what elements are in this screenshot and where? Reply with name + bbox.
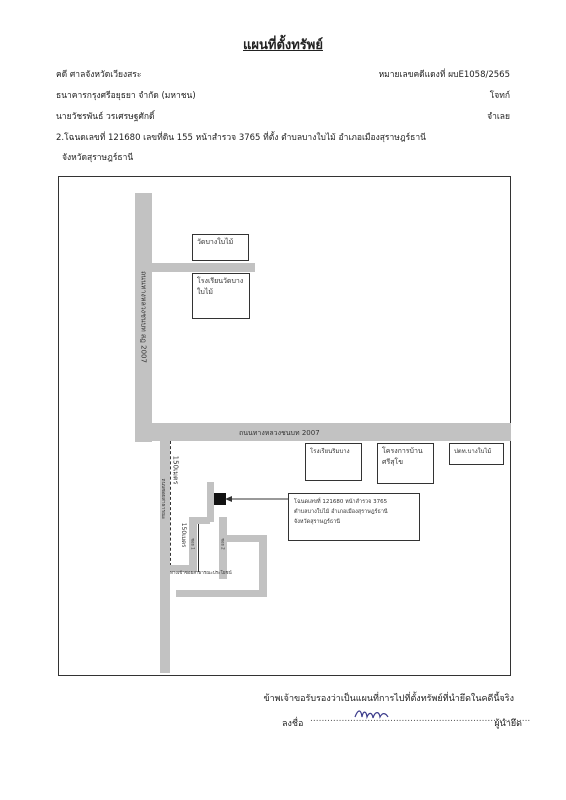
defendant-name: นายวัชรพันธ์ วรเศรษฐศักดิ์ [56,112,155,122]
lane-property-stub [207,482,214,522]
lane-label-1: ซอย 1 [190,538,196,550]
page-title: แผนที่ตั้งทรัพย์ [243,38,323,53]
road-horizontal-label: ถนนทางหลวงชนบท 2007 [239,429,320,437]
entrance-label: ทางเข้าซอยสาธารณะประโยชน์ [170,571,232,576]
place-police: ปตท.บางใบไม้ [449,443,504,465]
lane-branch-right [219,535,265,542]
callout-line-2: ตำบลบางใบไม้ อำเภอเมืองสุราษฎร์ธานี [294,509,388,515]
case-court: คดี ศาลจังหวัดเวียงสระ [56,70,142,80]
place-temple: วัดบางใบไม้ [192,234,249,261]
lane-vertical-b [219,517,227,579]
property-line-2: จังหวัดสุราษฎร์ธานี [62,153,134,163]
plaintiff-role: โจทก์ [489,91,510,101]
distance-label-lane: 150เมตร [180,522,187,548]
callout-arrow-icon [225,496,289,502]
plaintiff-name: ธนาคารกรุงศรีอยุธยา จำกัด (มหาชน) [56,91,196,101]
callout-line-1: โฉนดเลขที่ 121680 หน้าสำรวจ 3765 [294,499,388,505]
lane-vertical-a [189,517,197,572]
defendant-role: จำเลย [487,112,510,122]
place-river-school: โรงเรียนริมบาง [305,443,362,481]
signature-image [352,705,392,726]
road-vertical-label: ถนนทางหลวงชนบท สฎ 2007 [139,271,148,363]
place-project: โครงการบ้านศรีสุโข [377,443,434,484]
map-frame: ถนนทางหลวงชนบท สฎ 2007 ถนนทางหลวงชนบท 20… [58,176,511,676]
lane-from-main [170,565,196,572]
place-temple-school: โรงเรียนวัดบางใบไม้ [192,273,250,319]
signature-line: ........................................… [310,714,531,724]
distance-label-vertical: 150เมตร [171,455,180,485]
lane-label-2: ซอย 2 [220,538,226,550]
distance-marker-lane [198,524,199,572]
lane-to-property [189,517,210,524]
lane-bottom [176,590,267,597]
signature-icon [354,710,389,720]
property-marker-icon [214,493,226,505]
lane-vertical-c [259,535,267,597]
side-road-vertical-label: ถนนซอยสาธารณะ [160,478,166,520]
property-line-1: 2.โฉนดเลขที่ 121680 เลขที่ดิน 155 หน้าสำ… [56,133,426,143]
road-vertical-main [135,193,152,442]
callout-line-3: จังหวัดสุราษฎร์ธานี [294,519,341,525]
distance-marker-vertical [170,441,171,566]
certify-text: ข้าพเจ้าขอรับรองว่าเป็นแผนที่การไปที่ตั้… [263,694,514,704]
property-callout: โฉนดเลขที่ 121680 หน้าสำรวจ 3765 ตำบลบาง… [288,493,420,541]
road-horizontal-main [135,423,511,441]
road-branch-temple [152,263,255,272]
case-number: หมายเลขคดีแดงที่ ผบE1058/2565 [378,70,510,80]
sign-role: ผู้นำยึด [494,719,522,729]
sign-label: ลงชื่อ [282,719,304,729]
road-vertical-lower [160,441,170,673]
